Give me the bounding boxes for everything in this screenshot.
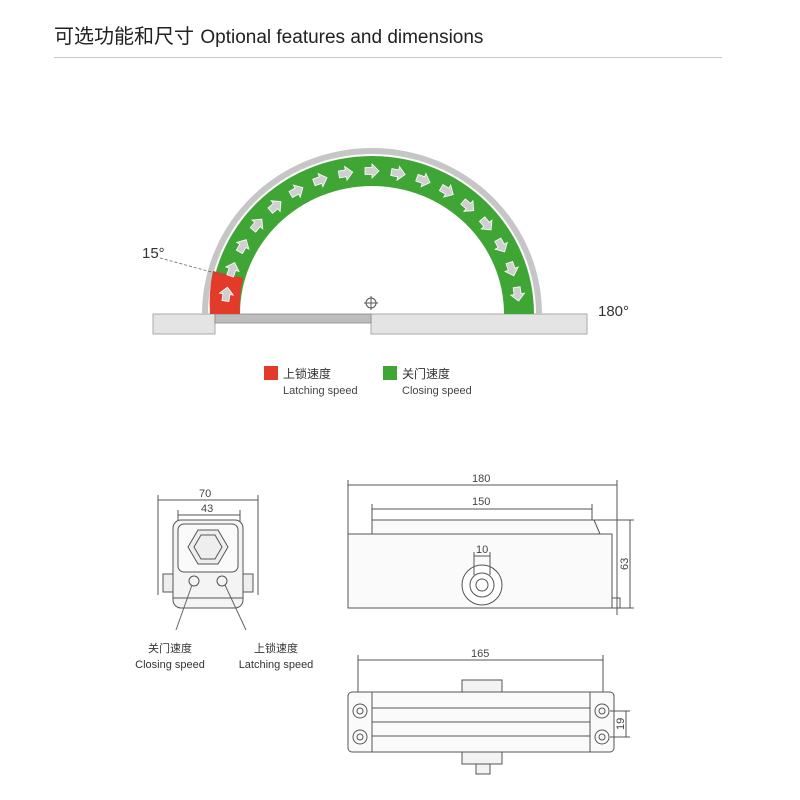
direction-arrow-icon — [390, 165, 406, 182]
direction-arrow-icon — [415, 172, 431, 188]
side-dim-inner: 43 — [201, 503, 213, 515]
side-view — [157, 495, 259, 631]
direction-arrow-icon — [460, 198, 475, 212]
valve-closing-cn: 关门速度 — [148, 642, 192, 655]
title-cn: 可选功能和尺寸 — [54, 24, 194, 48]
start-angle-label: 15° — [142, 245, 165, 262]
door-leaf — [214, 313, 372, 324]
front-view — [347, 480, 634, 615]
direction-arrow-icon — [218, 286, 235, 302]
title-en: Optional features and dimensions — [200, 27, 484, 48]
front-dim-shaft: 10 — [476, 544, 488, 556]
legend-closing-en: Closing speed — [402, 385, 472, 397]
floor-left — [152, 313, 216, 335]
valve-latching-note: 上锁速度 Latching speed — [226, 640, 326, 674]
valve-latching-cn: 上锁速度 — [254, 642, 298, 655]
valve-latching-en: Latching speed — [238, 659, 314, 671]
hinge-point-icon — [364, 296, 378, 310]
direction-arrow-icon — [267, 200, 282, 214]
direction-arrow-icon — [478, 216, 493, 231]
direction-arrow-icon — [509, 286, 526, 302]
front-dim-height: 63 — [619, 558, 631, 570]
legend-latching: 上锁速度 Latching speed — [264, 366, 358, 400]
direction-arrow-icon — [503, 260, 520, 277]
valve-closing-en: Closing speed — [135, 659, 205, 671]
end-angle-label: 180° — [598, 303, 629, 320]
arc-arrows — [218, 163, 526, 302]
direction-arrow-icon — [312, 172, 328, 188]
legend-closing-cn: 关门速度 — [402, 367, 451, 381]
top-dim-width: 19 — [615, 718, 627, 730]
title-divider — [54, 57, 722, 58]
floor-right — [370, 313, 588, 335]
side-dim-outer: 70 — [199, 488, 211, 500]
direction-arrow-icon — [235, 239, 250, 255]
latching-swatch — [264, 366, 278, 380]
direction-arrow-icon — [249, 218, 264, 233]
front-dim-total: 180 — [472, 473, 490, 485]
direction-arrow-icon — [364, 163, 380, 179]
closing-speed-band — [210, 156, 534, 314]
direction-arrow-icon — [288, 184, 304, 199]
front-dim-body: 150 — [472, 496, 490, 508]
legend-latching-cn: 上锁速度 — [283, 367, 332, 381]
start-angle-leader — [159, 257, 227, 277]
closing-swatch — [383, 366, 397, 380]
legend-closing: 关门速度 Closing speed — [383, 366, 472, 400]
direction-arrow-icon — [438, 184, 454, 198]
legend-latching-en: Latching speed — [283, 385, 358, 397]
top-view — [347, 655, 630, 775]
top-dim-spacing: 165 — [471, 648, 489, 660]
direction-arrow-icon — [494, 237, 508, 253]
valve-closing-note: 关门速度 Closing speed — [122, 640, 218, 674]
page-title: 可选功能和尺寸 Optional features and dimensions — [54, 20, 483, 49]
direction-arrow-icon — [337, 165, 354, 182]
direction-arrow-icon — [224, 262, 240, 278]
